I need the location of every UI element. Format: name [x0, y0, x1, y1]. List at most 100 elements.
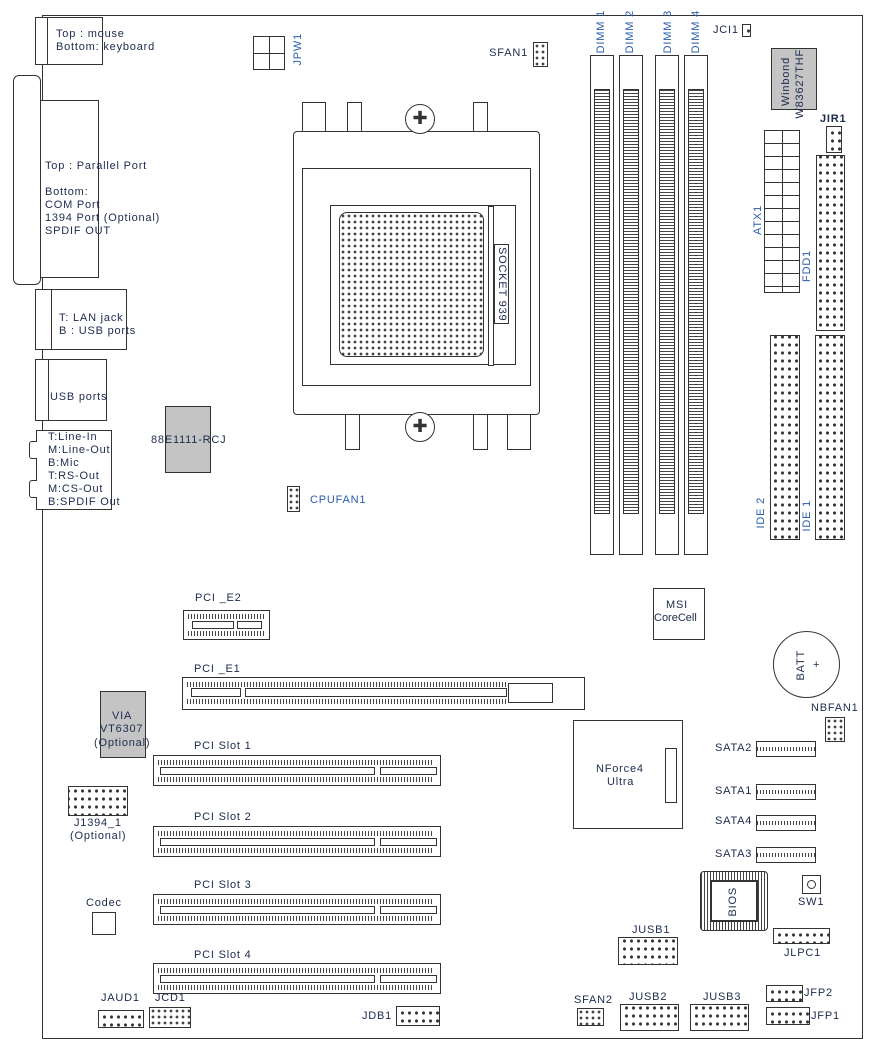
sata4-connector [756, 815, 816, 831]
audio-label-1: M:Line-Out [48, 444, 111, 456]
jfp1-label: JFP1 [811, 1010, 840, 1022]
sata4-label: SATA4 [715, 815, 753, 827]
firewire-label-2: VT6307 [100, 723, 144, 735]
dimm2-label: DIMM 2 [624, 10, 636, 54]
pci-slot-3 [153, 894, 441, 925]
nbfan1-label: NBFAN1 [811, 702, 859, 714]
cpu-pin-grid [339, 212, 484, 357]
superio-label-2: W83627THF [794, 49, 806, 119]
sfan1-connector [533, 42, 548, 67]
sfan2-label: SFAN2 [574, 994, 613, 1006]
codec-label: Codec [86, 897, 122, 909]
corecell-chip [653, 588, 705, 640]
jusb3-label: JUSB3 [703, 991, 742, 1003]
sata3-label: SATA3 [715, 848, 753, 860]
jfp2-header [766, 985, 803, 1002]
j1394-label-1: J1394_1 [74, 817, 122, 829]
pci3-label: PCI Slot 3 [194, 879, 252, 891]
retention-clip [345, 414, 360, 450]
bios-chip [710, 880, 758, 922]
jaud1-header [98, 1010, 144, 1028]
socket-label: SOCKET 939 [494, 244, 509, 325]
audio-label-2: B:Mic [48, 457, 80, 469]
firewire-label-3: (Optional) [94, 737, 151, 749]
usb-label: USB ports [50, 391, 108, 403]
jpw1-connector [253, 36, 285, 70]
pci1-label: PCI Slot 1 [194, 740, 252, 752]
pcie1-slot [182, 677, 585, 710]
audio-jack-bump-1 [29, 441, 37, 459]
dimm-slot-2 [619, 55, 643, 555]
jlpc1-label: JLPC1 [784, 947, 822, 959]
pci-slot-2 [153, 826, 441, 857]
jpw1-label: JPW1 [292, 33, 304, 66]
audio-jacks [36, 430, 112, 510]
pci4-label: PCI Slot 4 [194, 949, 252, 961]
chipset-label-1: NForce4 [596, 763, 644, 775]
pcie2-label: PCI _E2 [195, 592, 242, 604]
jusb1-label: JUSB1 [632, 924, 671, 936]
audio-label-0: T:Line-In [48, 431, 98, 443]
pci-slot-4 [153, 963, 441, 994]
sata3-connector [756, 847, 816, 863]
jci1-header [742, 24, 751, 37]
cpufan1-label: CPUFAN1 [310, 494, 367, 506]
jci1-label: JCI1 [713, 24, 739, 36]
cpu-lever [488, 206, 494, 366]
atx1-label: ATX1 [752, 205, 764, 235]
atx1-power-connector [764, 130, 800, 293]
firewire-chip [100, 691, 146, 758]
lan-chip [165, 406, 211, 473]
fdd1-connector [816, 155, 845, 331]
audio-label-3: T:RS-Out [48, 470, 100, 482]
retention-screw-top: ✚ [405, 104, 435, 134]
sata2-connector [756, 741, 816, 757]
pcie1-label: PCI _E1 [194, 663, 241, 675]
cpufan1-connector [287, 486, 300, 512]
corecell-label-1: MSI [666, 599, 688, 611]
nbfan1-connector [825, 717, 845, 742]
sfan1-label: SFAN1 [489, 47, 528, 59]
ide2-label: IDE 2 [755, 497, 767, 529]
pcie2-slot [183, 610, 270, 640]
ide2-connector [770, 335, 800, 540]
sw1-button [802, 875, 821, 894]
j1394-header [68, 786, 128, 816]
retention-clip [507, 414, 531, 450]
parallel-label-2: Bottom: [45, 186, 89, 198]
chipset-marker [665, 748, 677, 803]
jdb1-label: JDB1 [362, 1010, 393, 1022]
sata1-label: SATA1 [715, 785, 753, 797]
audio-jack-bump-2 [29, 480, 37, 498]
retention-clip [347, 102, 362, 132]
jir1-label: JIR1 [820, 113, 847, 125]
jir1-header [826, 126, 842, 153]
superio-chip [771, 48, 817, 110]
j1394-label-2: (Optional) [70, 830, 127, 842]
codec-chip [92, 912, 116, 935]
superio-label-1: Winbond [780, 57, 792, 107]
chipset-label-2: Ultra [607, 776, 635, 788]
jfp1-header [766, 1007, 810, 1025]
jdb1-header [396, 1006, 440, 1026]
retention-clip [473, 414, 488, 450]
parallel-com-ports [40, 100, 99, 278]
jusb3-header [690, 1004, 749, 1031]
ide1-label: IDE 1 [801, 500, 813, 532]
nforce4-chipset [573, 720, 683, 829]
sfan2-connector [577, 1008, 604, 1026]
parallel-label-0: Top : Parallel Port [45, 160, 148, 172]
ps2-label-bottom: Bottom: keyboard [56, 41, 156, 53]
jcd1-connector [149, 1007, 191, 1028]
sw1-label: SW1 [798, 896, 825, 908]
ide1-connector [815, 335, 845, 540]
audio-label-5: B:SPDIF Out [48, 496, 121, 508]
battery-label: BATT [795, 650, 807, 681]
battery-plus: + [813, 659, 821, 671]
pci2-label: PCI Slot 2 [194, 811, 252, 823]
sata2-label: SATA2 [715, 742, 753, 754]
jusb1-header [618, 937, 678, 965]
jlpc1-header [773, 928, 830, 944]
audio-label-4: M:CS-Out [48, 483, 104, 495]
pci-slot-1 [153, 755, 441, 786]
